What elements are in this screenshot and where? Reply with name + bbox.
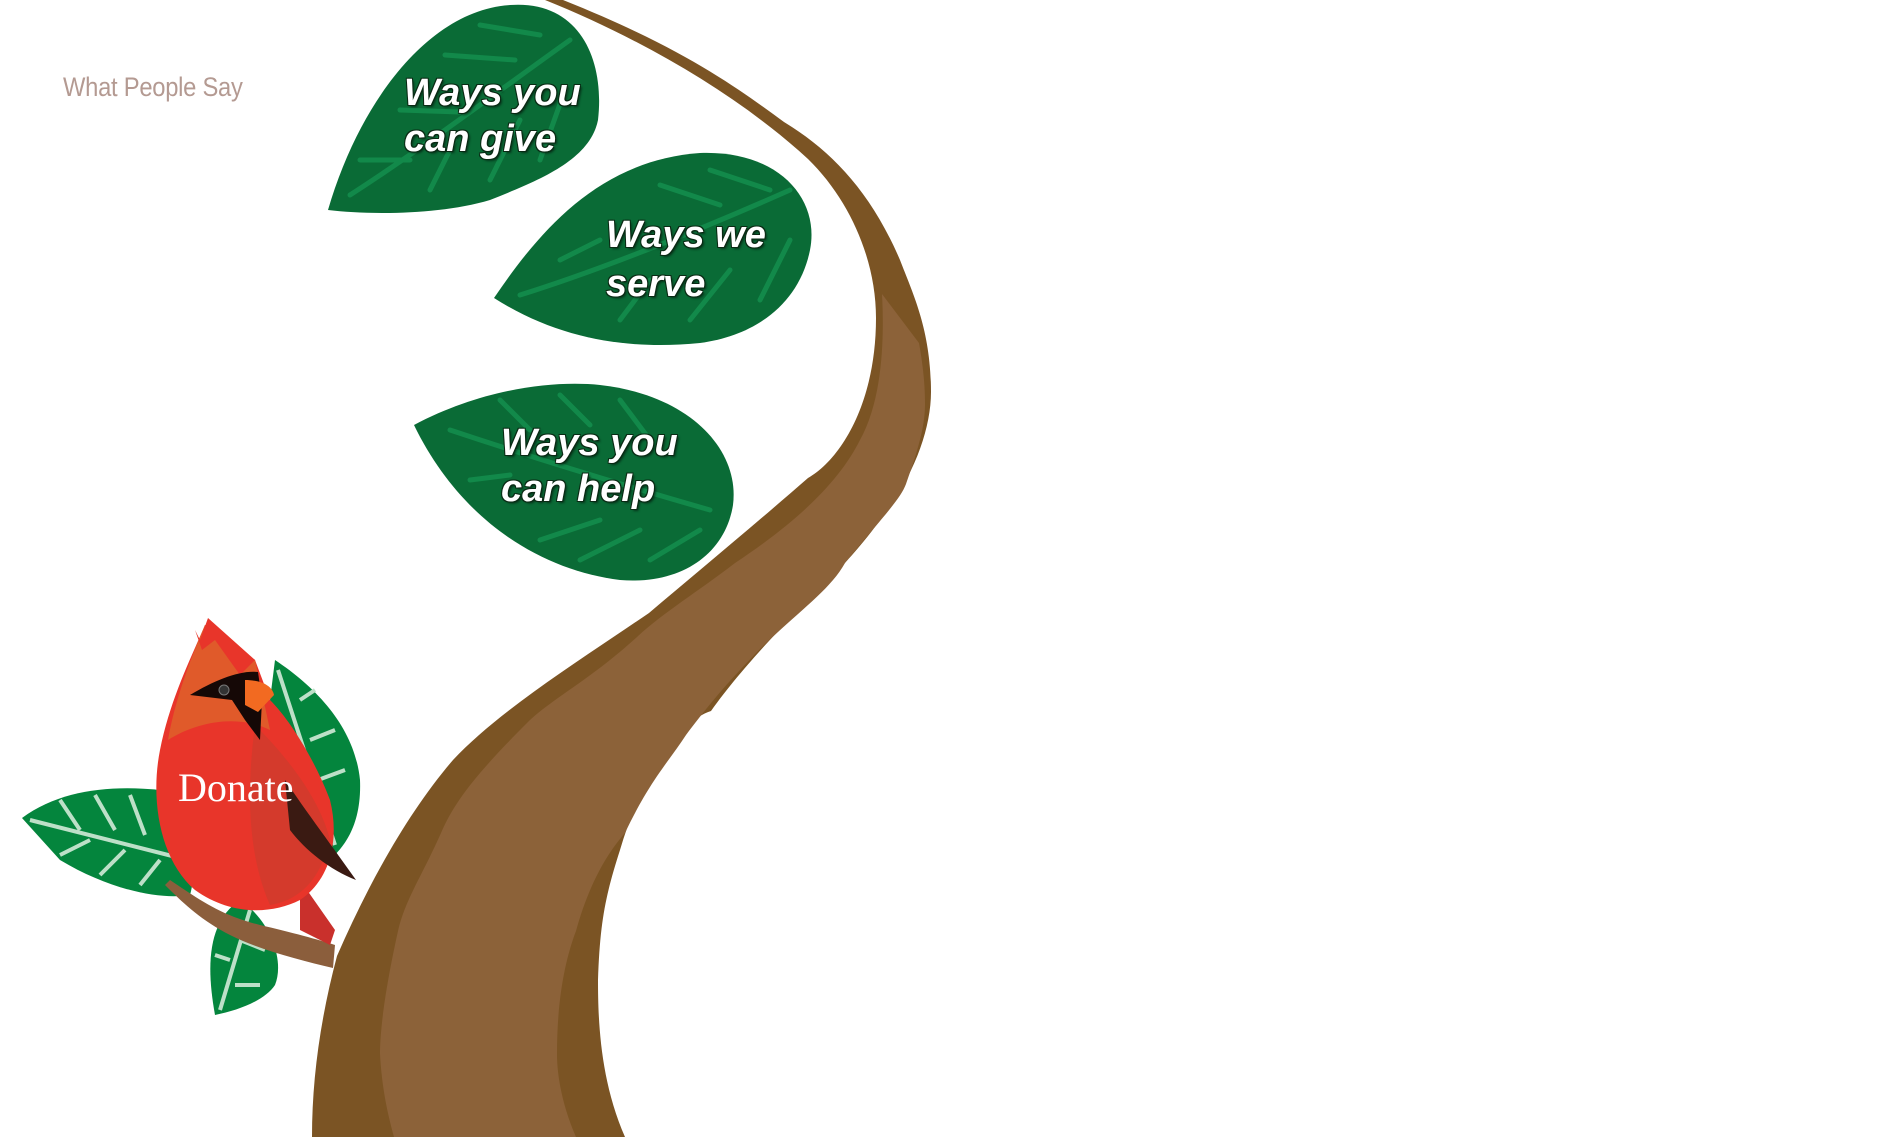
- ways-you-can-give-link[interactable]: Ways you can give: [404, 70, 581, 162]
- what-people-say-link[interactable]: What People Say: [63, 72, 243, 102]
- ways-you-can-help-link[interactable]: Ways you can help: [501, 420, 678, 512]
- ways-we-serve-link[interactable]: Ways we serve: [606, 212, 766, 307]
- leaf-label-line: serve: [606, 263, 706, 305]
- tree-trunk-highlight: [380, 294, 925, 1137]
- leaf-ways-you-can-help[interactable]: [414, 383, 734, 581]
- leaf-label-line: can help: [501, 468, 656, 510]
- leaf-label-line: can give: [404, 118, 557, 160]
- cardinal-branch: [165, 880, 335, 968]
- cardinal-donate-graphic[interactable]: [22, 618, 361, 1015]
- leaf-ways-we-serve[interactable]: [494, 152, 812, 346]
- leaf-label-line: Ways you: [404, 72, 581, 114]
- leaf-label-line: Ways we: [606, 214, 766, 256]
- leaf-label-line: Ways you: [501, 422, 678, 464]
- donate-button[interactable]: Donate: [178, 765, 294, 810]
- leaf-ways-you-can-give[interactable]: [328, 4, 600, 213]
